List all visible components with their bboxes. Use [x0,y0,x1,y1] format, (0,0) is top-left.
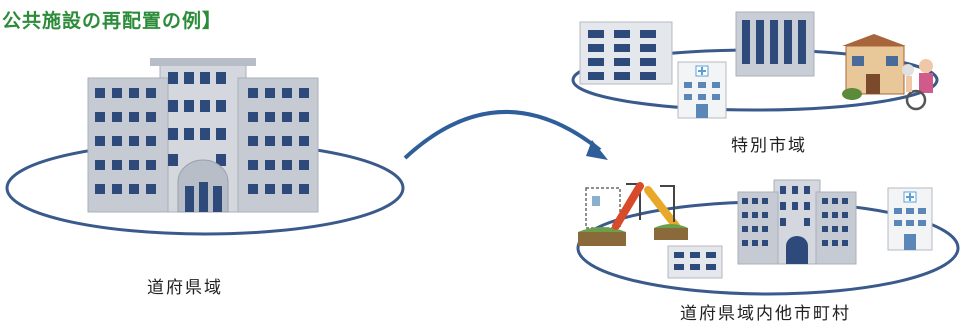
relocated-hospital-icon [888,188,932,250]
prefecture-office-building-icon [88,58,318,212]
other-municipalities-group [578,180,958,294]
apartment-building-icon [580,22,672,84]
hospital-building-icon [678,62,726,118]
other-municipalities-label: 道府県域内他市町村 [680,299,851,324]
special-city-label: 特別市域 [731,131,807,156]
office-building-icon [736,12,814,76]
prefecture-group [7,58,403,234]
small-apartment-icon [668,246,722,278]
relocated-office-building-icon [738,180,856,264]
prefecture-label: 道府県域 [147,273,223,298]
special-city-group [573,12,937,118]
care-facility-icon [842,34,906,100]
relocation-arrow-icon [405,112,608,160]
